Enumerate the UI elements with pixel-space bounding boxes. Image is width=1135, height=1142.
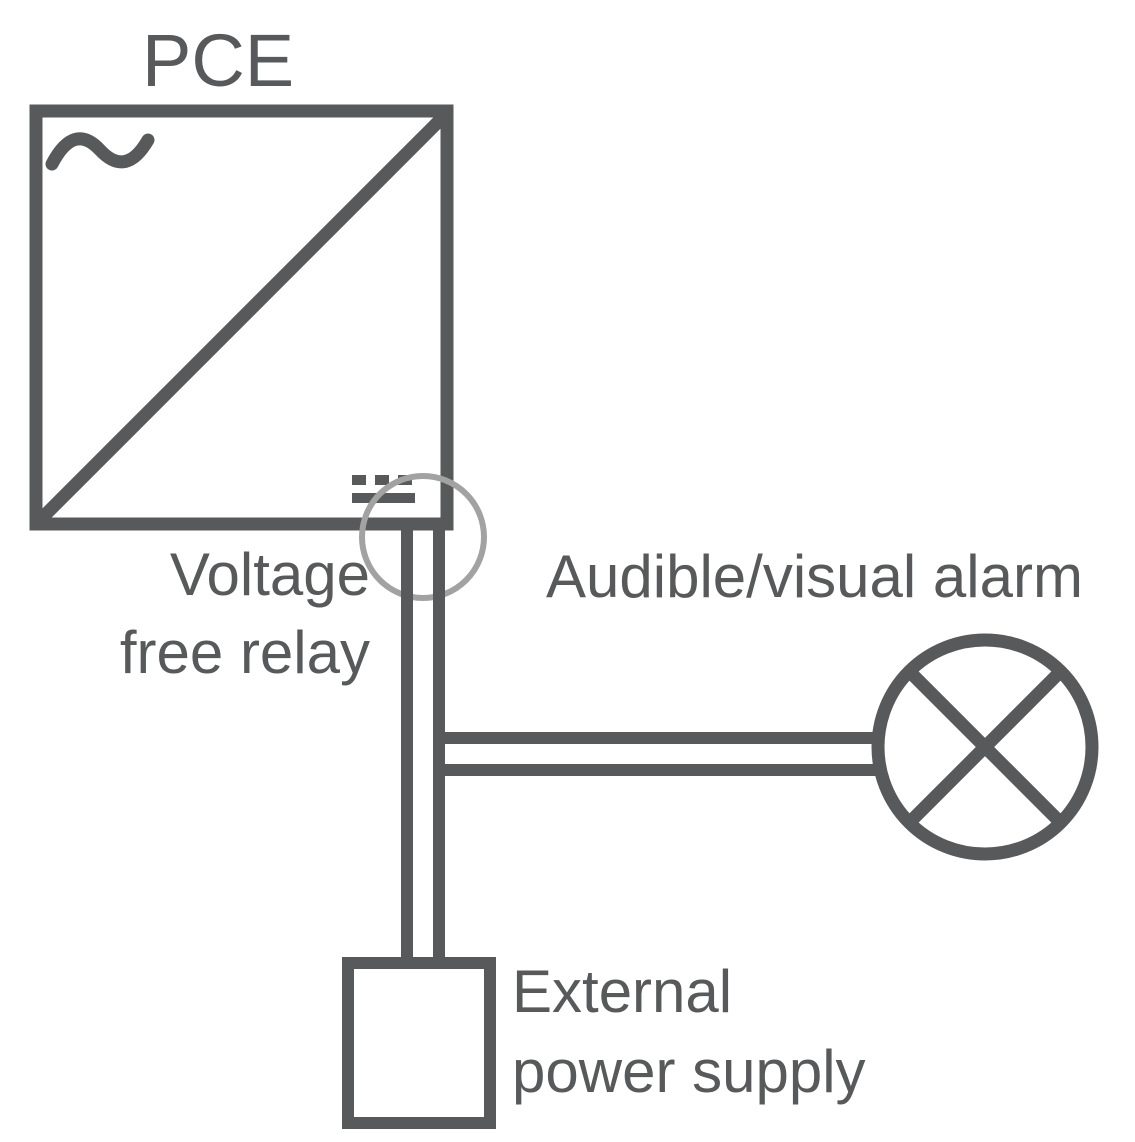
ac-sine-icon	[45, 132, 155, 171]
pce-diagonal-line	[33, 108, 452, 527]
pce-box	[29, 104, 454, 531]
relay-highlight-ring	[359, 473, 487, 601]
external-power-supply-label-line2: power supply	[512, 1038, 866, 1105]
alarm-circle-cross-icon	[871, 633, 1099, 861]
pce-label: PCE	[142, 19, 294, 102]
external-power-supply-label-line1: External	[512, 958, 732, 1025]
voltage-free-relay-label-line2: free relay	[120, 619, 370, 686]
alarm-cross-line-2	[905, 667, 1065, 827]
alarm-circle	[871, 633, 1099, 861]
external-power-supply-box	[342, 957, 496, 1129]
audible-visual-alarm-label: Audible/visual alarm	[546, 543, 1083, 610]
voltage-free-relay-label-line1: Voltage	[170, 541, 370, 608]
